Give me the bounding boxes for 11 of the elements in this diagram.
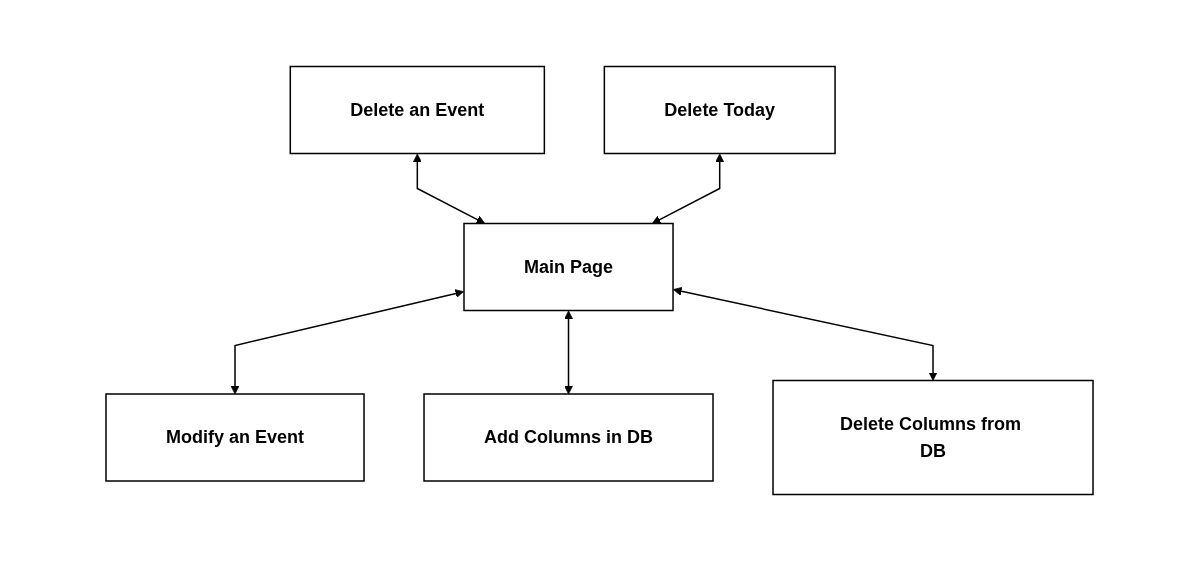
node-box: Main Page: [463, 222, 674, 312]
arrow: [412, 153, 486, 224]
node-box: Modify an Event: [105, 393, 365, 482]
node-box: Delete Columns from DB: [772, 379, 1094, 496]
arrow: [230, 289, 464, 395]
arrow: [673, 286, 938, 381]
node-box: Add Columns in DB: [423, 393, 714, 482]
node-box: Delete an Event: [289, 65, 546, 155]
arrow: [564, 310, 573, 395]
arrow: [651, 153, 725, 224]
node-box: Delete Today: [603, 65, 836, 155]
